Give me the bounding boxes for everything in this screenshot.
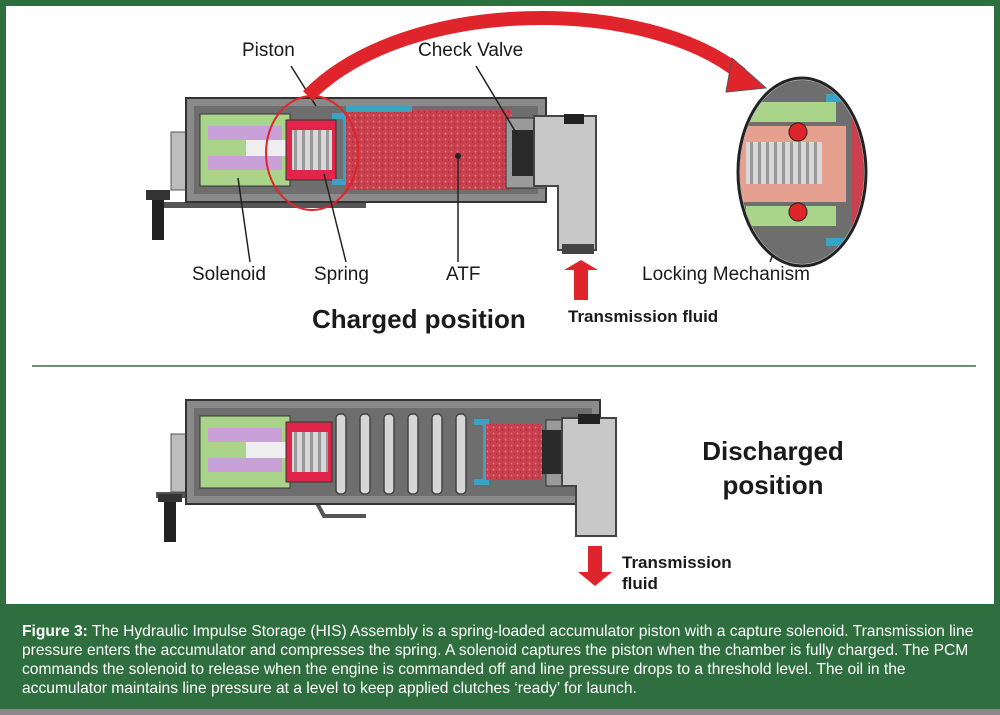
elbow-fitting: [533, 115, 597, 251]
zoom-detail: [736, 76, 868, 268]
discharged-title-line2: position: [722, 470, 824, 500]
discharged-assembly: [156, 399, 617, 586]
discharged-title-line1: Discharged: [702, 436, 844, 466]
charged-title: Charged position: [312, 304, 526, 334]
charged-assembly: [146, 11, 817, 300]
label-locking-mechanism: Locking Mechanism: [642, 264, 810, 285]
outflow-arrow: [578, 546, 612, 586]
mounting-bolt: [152, 192, 164, 240]
inflow-arrow: [564, 260, 598, 300]
discharged-title: Discharged position: [688, 434, 858, 502]
diagram-panel: Piston Check Valve Solenoid Spring ATF L…: [6, 6, 994, 604]
bottom-strip: [0, 709, 1000, 715]
label-piston: Piston: [242, 40, 295, 61]
label-atf: ATF: [446, 264, 481, 285]
charged-flow-label: Transmission fluid: [568, 307, 719, 326]
label-check-valve: Check Valve: [418, 40, 524, 61]
check-valve: [512, 130, 534, 176]
label-solenoid: Solenoid: [192, 264, 266, 285]
zoom-arrow: [303, 11, 746, 101]
label-spring: Spring: [314, 264, 369, 285]
extended-spring: [335, 413, 467, 495]
atf-chamber: [346, 110, 512, 190]
diagram-graphic: [146, 11, 868, 586]
discharged-flow-line2: fluid: [622, 574, 658, 593]
figure-caption: Figure 3: The Hydraulic Impulse Storage …: [22, 622, 980, 698]
caption-text: The Hydraulic Impulse Storage (HIS) Asse…: [22, 623, 974, 697]
discharged-flow-label: Transmission fluid: [622, 552, 732, 594]
caption-figure-label: Figure 3:: [22, 623, 88, 640]
section-divider: [32, 365, 976, 367]
discharged-flow-line1: Transmission: [622, 553, 732, 572]
